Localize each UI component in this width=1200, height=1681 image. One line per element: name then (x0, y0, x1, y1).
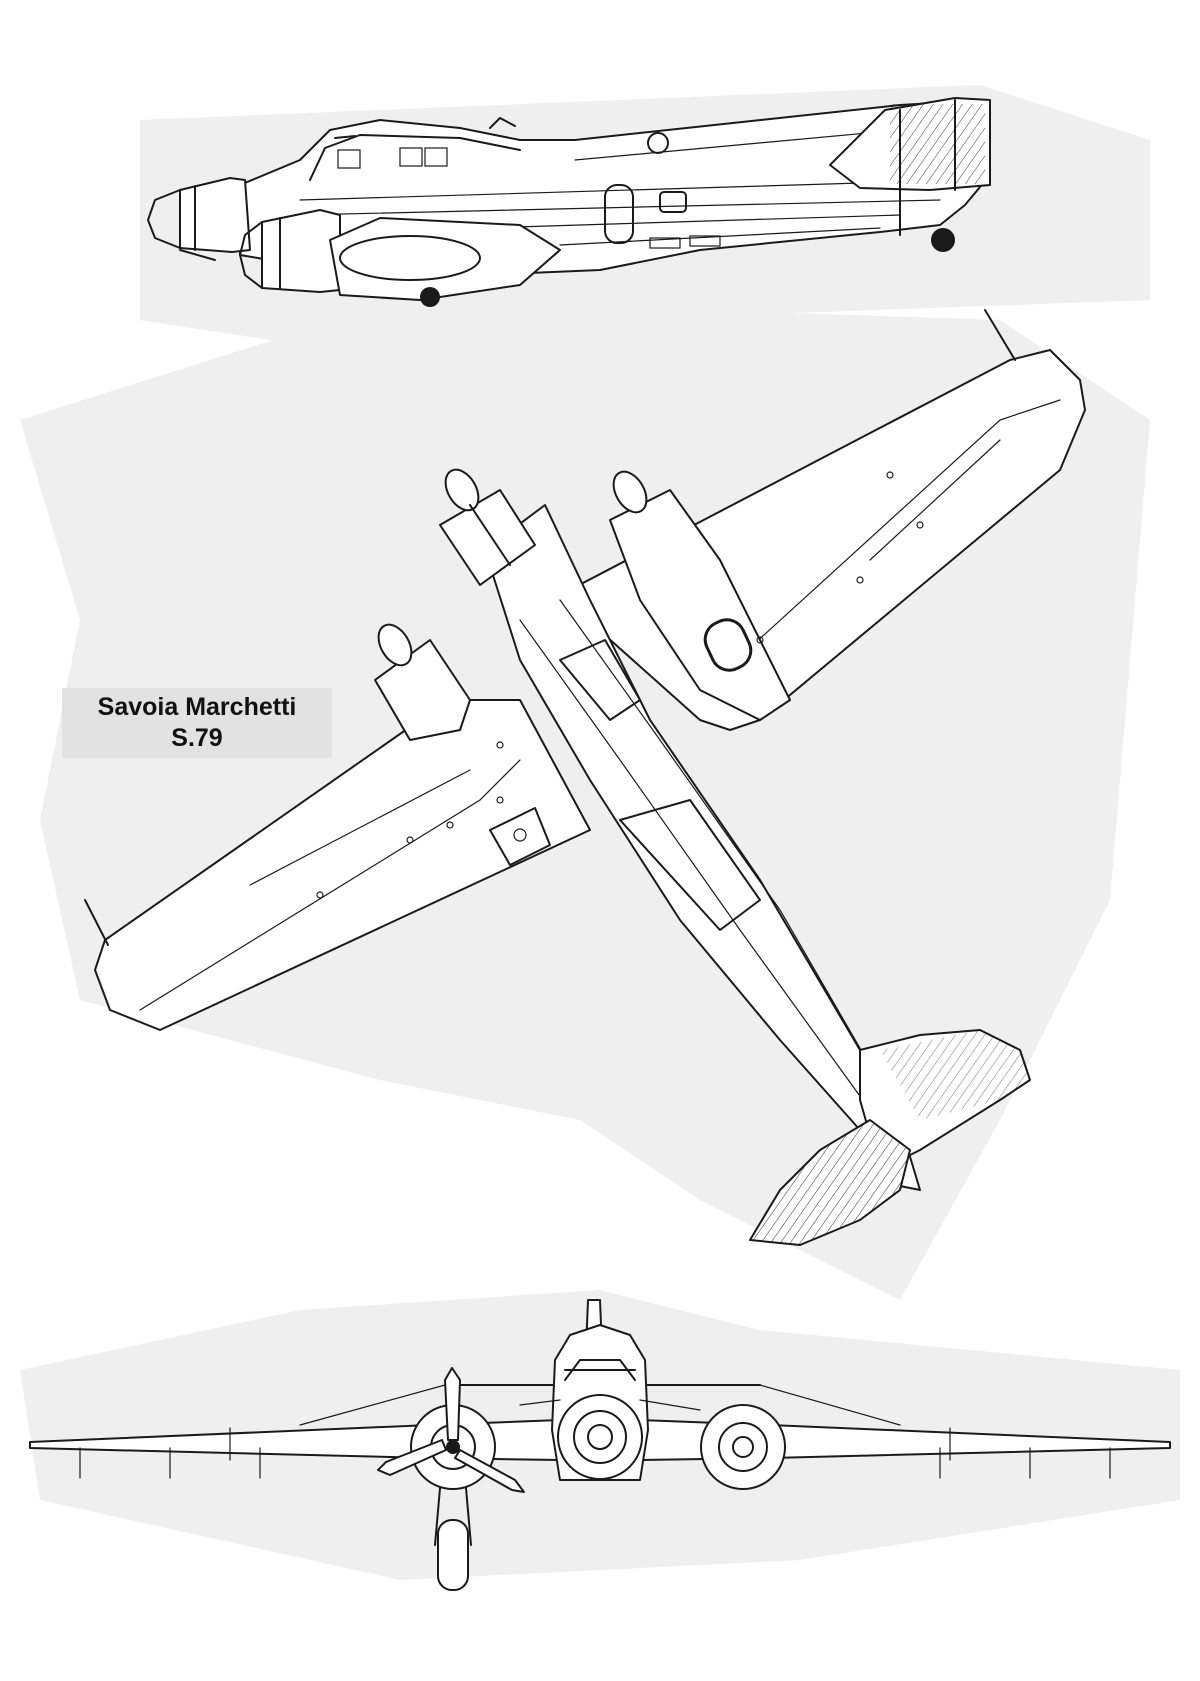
plan-nose-engine (439, 468, 536, 586)
side-nose-engine (147, 177, 251, 261)
front-right-engine (700, 1404, 786, 1490)
plan-details (316, 471, 924, 899)
front-wing-details (79, 1447, 1111, 1479)
side-cockpit (309, 134, 521, 181)
side-door (604, 184, 634, 244)
caption-aircraft-model: S.79 (171, 724, 223, 752)
front-landing-gear (434, 1487, 472, 1591)
side-wing-engine (239, 209, 561, 307)
caption-aircraft-name: Savoia Marchetti (97, 693, 297, 721)
aircraft-front-view (29, 1299, 1171, 1591)
drawing-caption: Savoia Marchetti S.79 (62, 688, 332, 758)
aircraft-plan-view (84, 309, 1086, 1246)
aircraft-side-view (147, 97, 991, 307)
front-left-engine (377, 1367, 525, 1493)
front-nose-engine (557, 1394, 643, 1480)
side-roundel (647, 132, 669, 154)
plan-right-engine (609, 470, 791, 721)
plan-fuselage (484, 504, 921, 1191)
plan-left-engine (374, 623, 471, 741)
side-tail-wheel (931, 228, 955, 252)
